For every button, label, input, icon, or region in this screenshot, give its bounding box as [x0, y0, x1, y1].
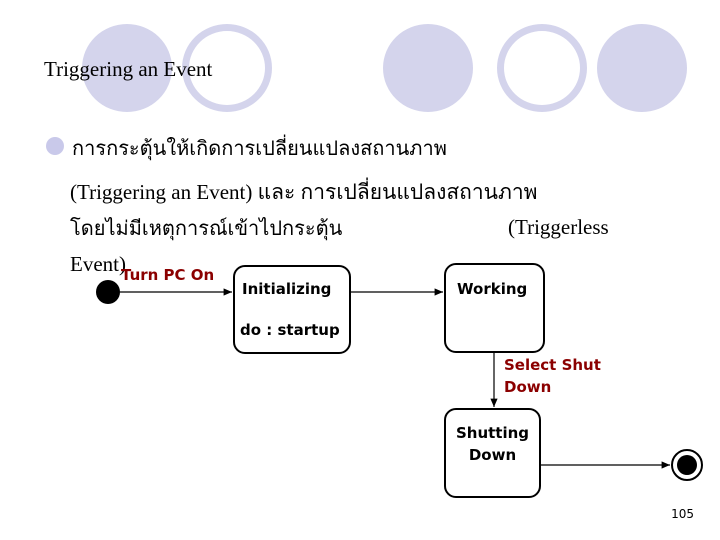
state-initializing-activity: do : startup	[240, 321, 340, 339]
transition-turn-on-label: Turn PC On	[121, 266, 215, 284]
state-shutting-down-name: Shutting Down	[446, 422, 539, 466]
state-shutting-down-line1: Shutting	[455, 424, 530, 442]
state-shutting-down: Shutting Down	[444, 408, 541, 498]
state-shutting-down-line2: Down	[468, 446, 517, 464]
decorative-circle	[82, 24, 172, 112]
transition-select-shut-line1: Select Shut	[504, 356, 601, 374]
decorative-ring	[182, 24, 272, 112]
decorative-circle	[597, 24, 687, 112]
bullet-line-4: Event)	[70, 252, 126, 276]
bullet-icon	[46, 137, 64, 155]
slide-title: Triggering an Event	[44, 57, 213, 81]
state-working-name: Working	[457, 280, 528, 298]
state-initializing-name: Initializing	[242, 280, 332, 298]
transition-select-shut-line2: Down	[504, 378, 552, 396]
initial-state-node	[96, 280, 120, 304]
bullet-line-2-text: (Triggering an Event) และ การเปลี่ยนแปลง…	[70, 180, 538, 204]
decorative-circle	[383, 24, 473, 112]
decorative-ring	[497, 24, 587, 112]
final-state-node	[671, 449, 703, 481]
final-state-inner-dot	[677, 455, 697, 475]
bullet-line-2: (Triggering an Event) และ การเปลี่ยนแปลง…	[70, 176, 538, 209]
bullet-line-3-tail: (Triggerless	[508, 215, 609, 239]
state-initializing: Initializing	[233, 265, 351, 354]
bullet-line-3: โดยไม่มีเหตุการณ์เข้าไปกระตุ้น	[70, 216, 343, 240]
bullet-line-1: การกระตุ้นให้เกิดการเปลี่ยนแปลงสถานภาพ	[72, 136, 447, 160]
transition-select-shut-label: Select Shut Down	[504, 354, 601, 398]
state-working: Working	[444, 263, 545, 353]
page-number: 105	[671, 507, 694, 521]
